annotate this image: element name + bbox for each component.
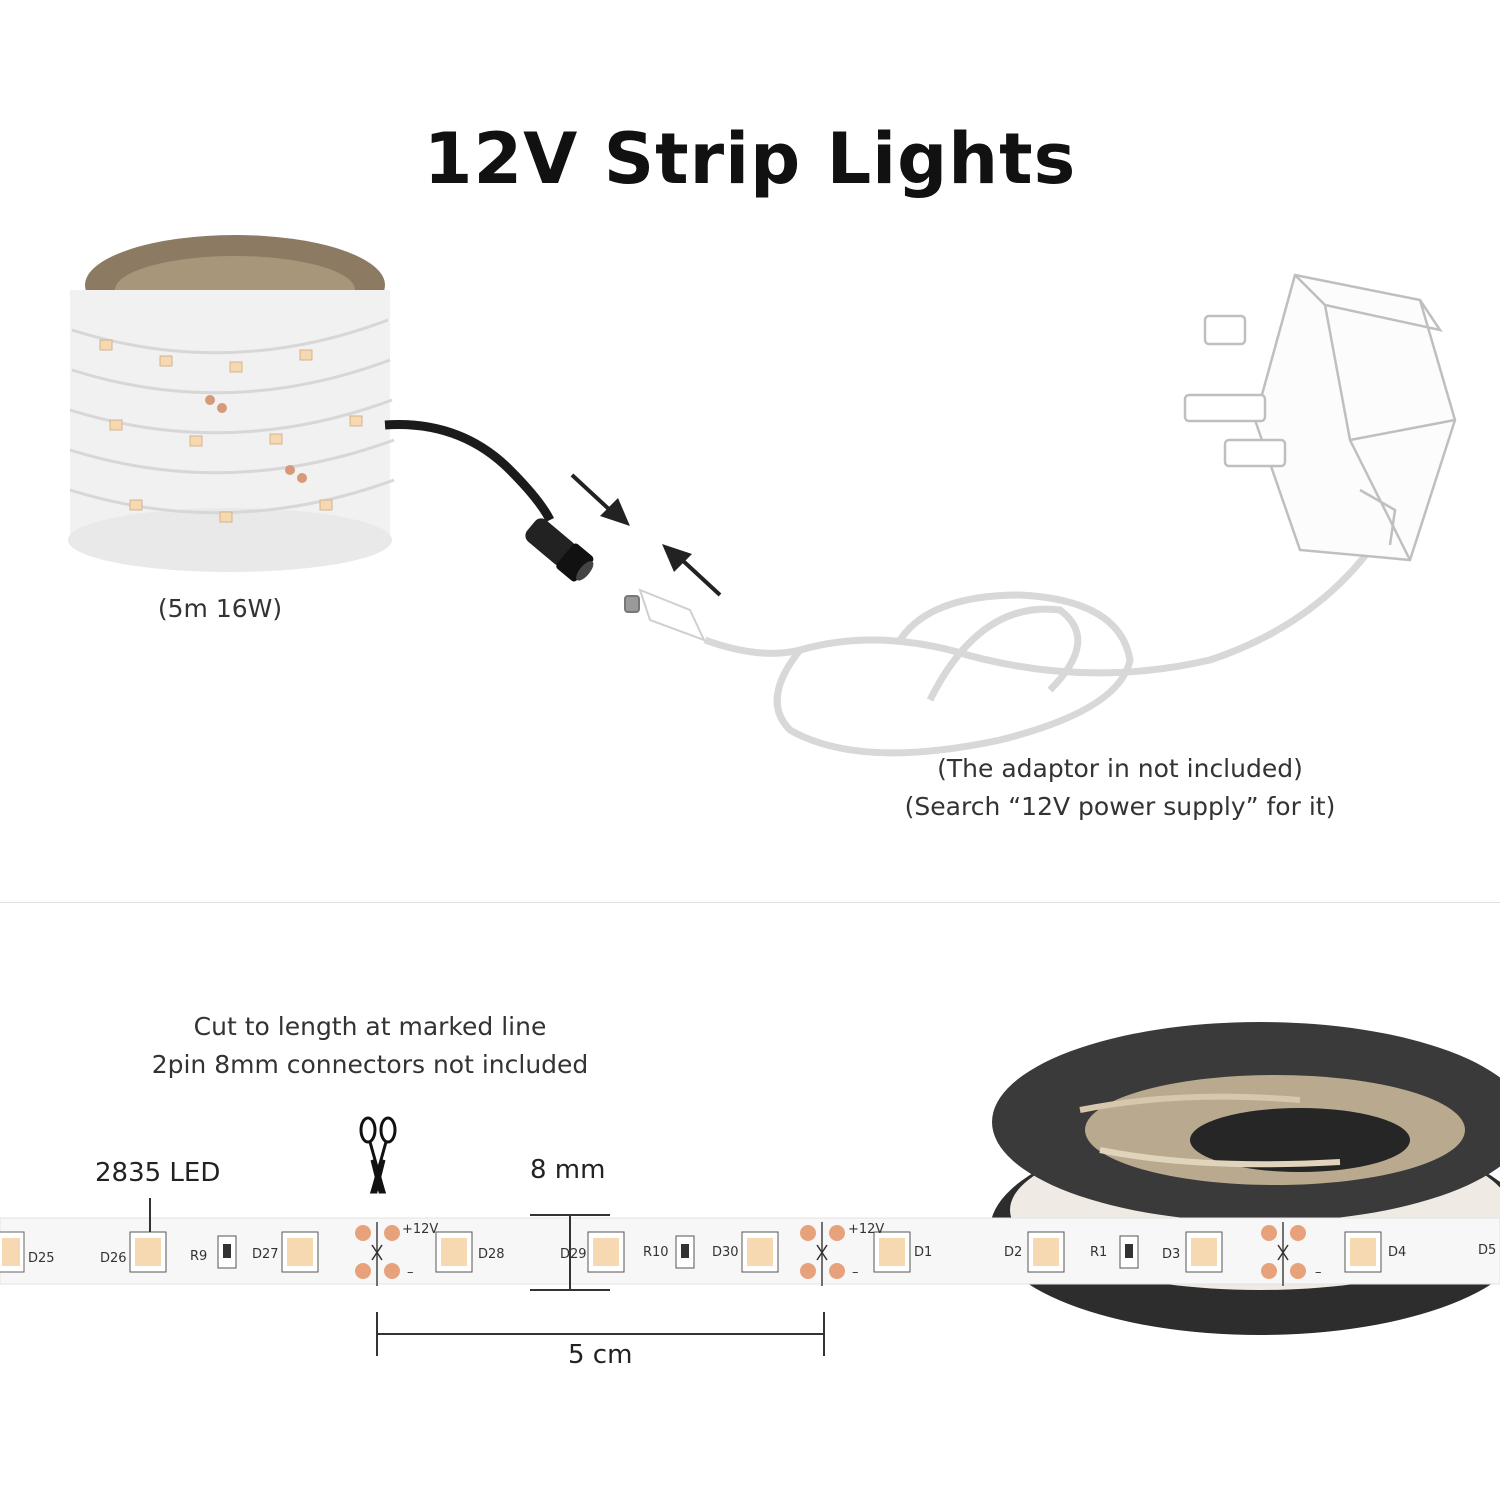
led-chip — [1185, 1231, 1223, 1273]
cut-mark-icon — [371, 1244, 383, 1261]
marking-d29: D29 — [560, 1247, 587, 1262]
marking-minus-b: – — [852, 1265, 859, 1280]
uk-power-adaptor — [1183, 273, 1457, 562]
cut-to-length-note: Cut to length at marked line — [193, 1012, 547, 1041]
led-chip — [1027, 1231, 1065, 1273]
marking-minus-a: – — [407, 1265, 414, 1280]
led-chip — [435, 1231, 473, 1273]
led-type-label: 2835 LED — [95, 1158, 221, 1188]
cut-mark-icon — [1277, 1244, 1289, 1261]
top-illustration — [68, 235, 1457, 757]
cut-mark-icon — [816, 1244, 828, 1261]
cut-lines — [376, 1222, 1284, 1286]
marking-d25: D25 — [28, 1251, 55, 1266]
female-dc-connector — [525, 518, 594, 582]
strip-reel — [990, 1022, 1500, 1335]
marking-d26: D26 — [100, 1251, 127, 1266]
marking-d1: D1 — [914, 1245, 932, 1260]
adaptor-search-note: (Search “12V power supply” for it) — [904, 792, 1336, 821]
connect-arrow-right-icon — [570, 473, 630, 526]
led-chip — [0, 1231, 25, 1273]
marking-plus12-a: +12V — [402, 1222, 438, 1237]
marking-d28: D28 — [478, 1247, 505, 1262]
led-strip-coil — [68, 235, 395, 572]
adaptor-not-included-note: (The adaptor in not included) — [937, 754, 1303, 783]
adaptor-cable — [703, 518, 1394, 757]
strip-detail: D25 D26 R9 D27 +12V – D28 D29 R10 D30 +1… — [0, 1022, 1500, 1356]
marking-plus12-b: +12V — [848, 1222, 884, 1237]
connect-arrow-left-icon — [662, 544, 722, 597]
adaptor-notes: (The adaptor in not included) (Search “1… — [870, 750, 1370, 826]
marking-d27: D27 — [252, 1247, 279, 1262]
width-dimension — [530, 1214, 610, 1291]
strip-width-label: 8 mm — [530, 1155, 606, 1185]
solder-pads — [355, 1225, 1306, 1279]
led-chip — [587, 1231, 625, 1273]
marking-d3: D3 — [1162, 1247, 1180, 1262]
coil-spec-label: (5m 16W) — [157, 594, 283, 623]
marking-d2: D2 — [1004, 1245, 1022, 1260]
marking-d4: D4 — [1388, 1245, 1406, 1260]
male-dc-plug — [624, 588, 706, 642]
marking-r1: R1 — [1090, 1245, 1107, 1260]
marking-r10: R10 — [643, 1245, 669, 1260]
cut-segment-length-label: 5 cm — [568, 1340, 633, 1370]
led-chip — [873, 1231, 911, 1273]
scissors-icon — [359, 1116, 397, 1194]
section-divider — [0, 902, 1500, 903]
marking-d5: D5 — [1478, 1243, 1496, 1258]
cut-notes: Cut to length at marked line 2pin 8mm co… — [110, 1008, 630, 1084]
marking-r9: R9 — [190, 1249, 207, 1264]
marking-minus-c: – — [1315, 1265, 1322, 1280]
led-chip — [281, 1231, 319, 1273]
page-title: 12V Strip Lights — [423, 118, 1077, 200]
segment-dimension — [376, 1312, 825, 1356]
led-chips — [0, 1231, 1382, 1273]
connectors-note: 2pin 8mm connectors not included — [151, 1050, 589, 1079]
led-chip — [129, 1231, 167, 1273]
marking-d30: D30 — [712, 1245, 739, 1260]
led-chip — [741, 1231, 779, 1273]
led-chip — [1344, 1231, 1382, 1273]
